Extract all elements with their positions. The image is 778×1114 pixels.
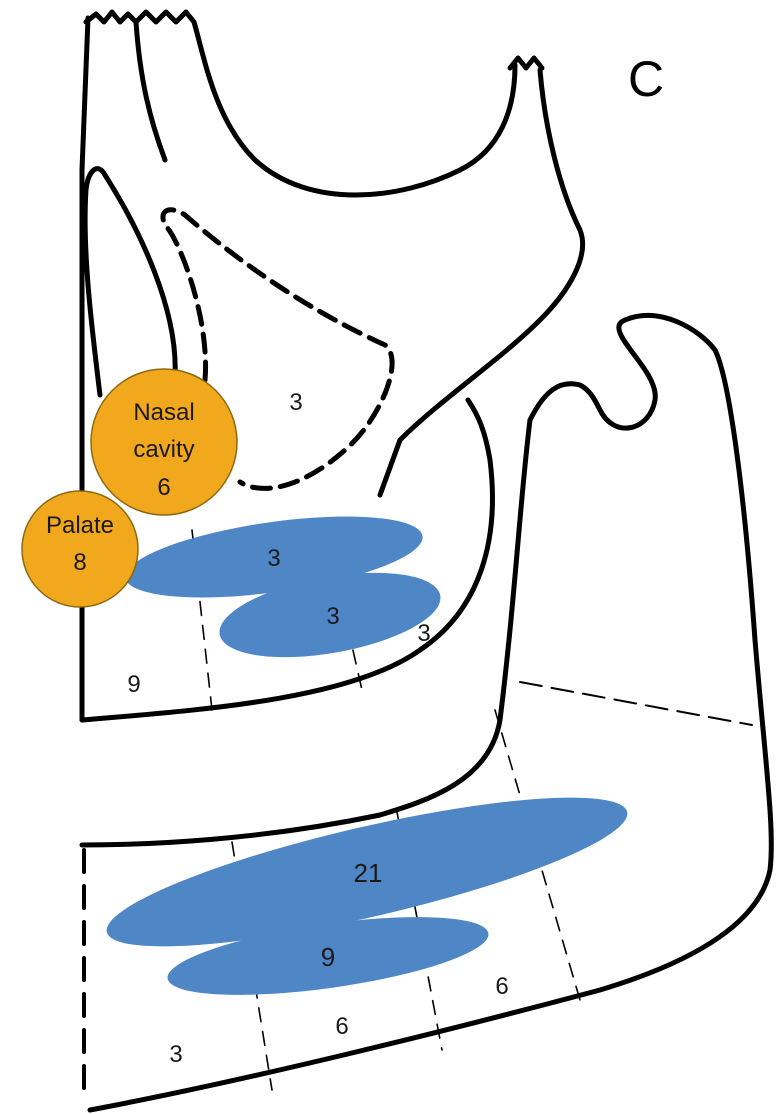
nasal-label-line2: cavity (133, 436, 194, 463)
lower-ellipse-2-count: 9 (321, 942, 335, 972)
inner-vertical (136, 22, 165, 160)
upper-left-edge (82, 18, 88, 170)
top-zigzag-left (86, 12, 136, 22)
nasal-count: 6 (157, 474, 170, 501)
nasal-bone (85, 169, 175, 395)
lower-left-count: 3 (169, 1041, 182, 1068)
ramus-divider (520, 682, 752, 725)
top-zigzag-mid (136, 12, 194, 22)
palate-label: Palate (46, 512, 114, 539)
maxillary-sinus-count: 3 (289, 389, 302, 416)
blue-regions (97, 501, 638, 1010)
lower-mid-count: 6 (335, 1013, 348, 1040)
panel-label: C (628, 51, 664, 107)
upper-ellipse-1-count: 3 (267, 545, 280, 572)
nasal-label-line1: Nasal (133, 399, 194, 426)
lower-right-count: 6 (495, 973, 508, 1000)
upper-left-count: 9 (127, 671, 140, 698)
lower-ellipse-1-count: 21 (354, 858, 383, 888)
upper-ellipse-2-count: 3 (326, 603, 339, 630)
upper-right-count: 3 (417, 620, 430, 647)
upper-skull-curve (194, 22, 515, 195)
palate-count: 8 (73, 549, 86, 576)
